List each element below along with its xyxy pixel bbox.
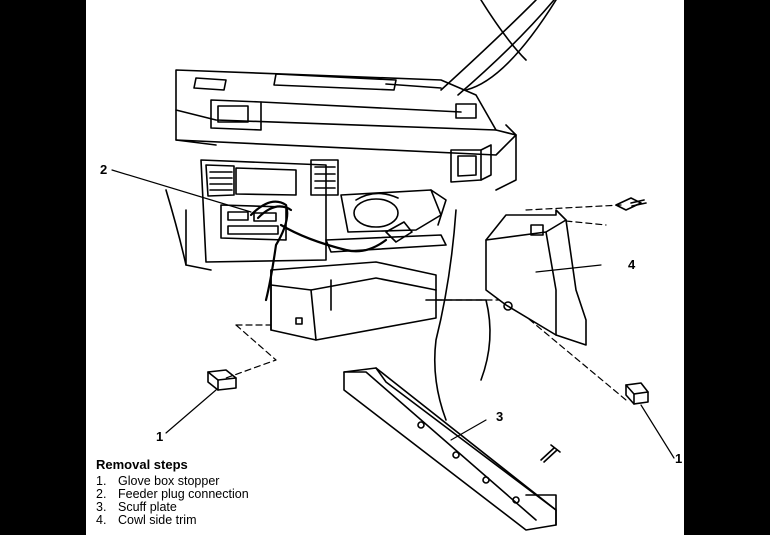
dashboard-fascia [175, 124, 517, 191]
removal-steps-title: Removal steps [96, 457, 188, 472]
scuff-plate [343, 367, 557, 531]
step-2: 2.Feeder plug connection [96, 487, 249, 501]
dashboard-illustration [111, 0, 675, 531]
callout-3: 3 [496, 409, 504, 424]
diagram-sheet: 2 1 4 3 1 Removal steps 1.Glove box stop… [86, 0, 684, 535]
cowl-screw [615, 197, 647, 211]
callout-1-left: 1 [156, 429, 164, 444]
step-3: 3.Scuff plate [96, 500, 177, 514]
windshield-lines [440, 0, 557, 96]
center-console [165, 159, 339, 271]
glove-box-stopper-right [625, 382, 649, 405]
door-opening [425, 209, 491, 421]
dashboard-top [175, 69, 497, 146]
removal-steps: Removal steps 1.Glove box stopper 2.Feed… [96, 458, 249, 527]
removal-steps-list: 1.Glove box stopper 2.Feeder plug connec… [96, 475, 249, 527]
glove-box [270, 261, 437, 341]
step-1: 1.Glove box stopper [96, 474, 220, 488]
callout-4: 4 [628, 257, 636, 272]
callout-leaders [111, 169, 675, 459]
cowl-side-trim [485, 209, 587, 346]
glove-box-stopper-left [207, 369, 237, 391]
callout-1-right: 1 [675, 451, 683, 466]
heater-unit [325, 189, 447, 253]
scuff-screw [540, 444, 561, 463]
step-4: 4.Cowl side trim [96, 513, 197, 527]
callout-2: 2 [100, 162, 108, 177]
